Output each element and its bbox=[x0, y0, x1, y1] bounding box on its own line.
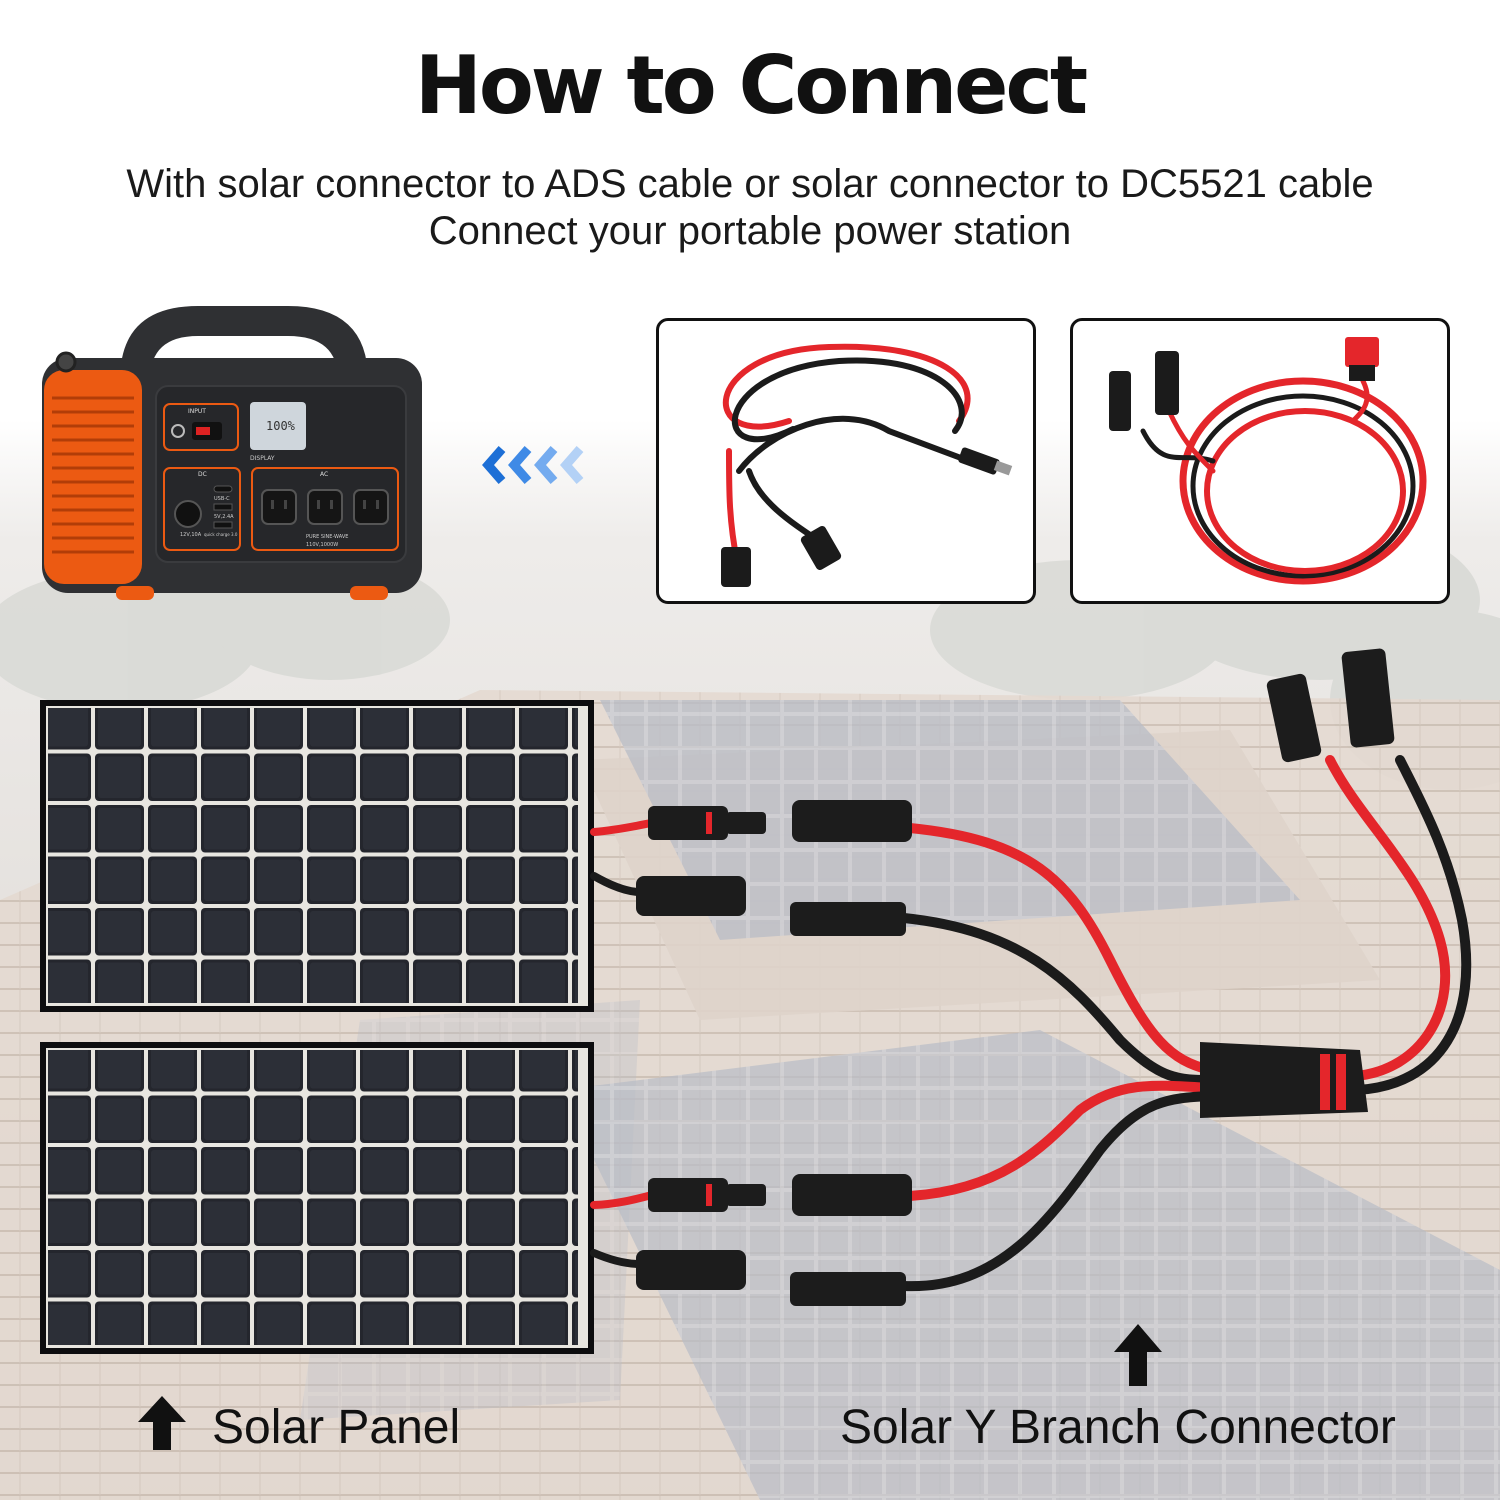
subtitle-line-1: With solar connector to ADS cable or sol… bbox=[126, 162, 1374, 206]
y-branch-caption: Solar Y Branch Connector bbox=[840, 1401, 1396, 1454]
dc5521-cable-image bbox=[656, 318, 1036, 604]
wave-label: PURE SINE-WAVE bbox=[306, 534, 348, 540]
dc-label: DC bbox=[198, 471, 207, 478]
usb-label: 5V,2.4A bbox=[214, 514, 234, 520]
svg-text:100%: 100% bbox=[266, 419, 296, 433]
chevron-left-arrows-icon bbox=[482, 446, 584, 484]
page-title: How to Connect bbox=[414, 39, 1088, 132]
solar-panel-top bbox=[40, 700, 594, 1012]
ac-label: AC bbox=[320, 471, 328, 478]
qc-label: quick charge 3.0 bbox=[204, 532, 238, 537]
ads-cable-image bbox=[1070, 318, 1450, 604]
solar-panel-bottom bbox=[40, 1042, 594, 1354]
up-arrow-icon bbox=[138, 1396, 186, 1450]
up-arrow-icon bbox=[1114, 1324, 1162, 1386]
subtitle-line-2: Connect your portable power station bbox=[428, 209, 1072, 253]
usbc-label: USB-C bbox=[214, 496, 230, 502]
display-label: DISPLAY bbox=[250, 455, 275, 462]
input-label: INPUT bbox=[188, 408, 206, 415]
solar-panel-caption: Solar Panel bbox=[212, 1401, 461, 1454]
rating-label: 110V,1000W bbox=[306, 542, 338, 548]
car-port-label: 12V,10A bbox=[180, 532, 202, 538]
portable-power-station: INPUT 100% DISPLAY DC 12V,10A USB-C 5V,2… bbox=[42, 306, 422, 600]
